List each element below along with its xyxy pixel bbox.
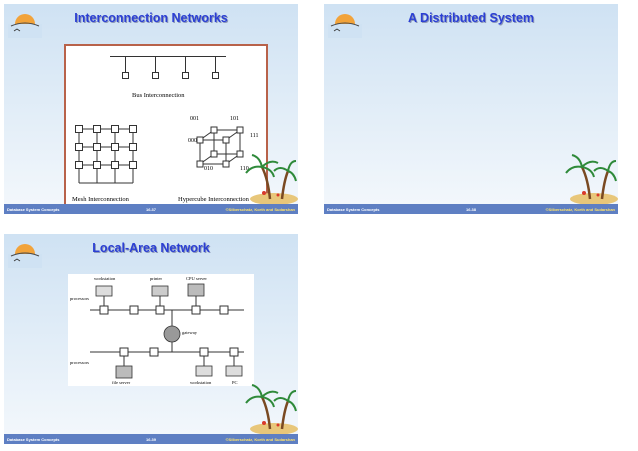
palm-island-icon [565, 154, 618, 205]
footer-page-number: 16.37 [146, 207, 157, 212]
bus-drop [155, 56, 156, 73]
lan-label: CPU server [186, 276, 207, 281]
footer-course: Database System Concepts [7, 207, 60, 212]
lan-label: printer [150, 276, 162, 281]
sunset-logo-icon [8, 14, 42, 38]
slide-interconnection-networks[interactable]: Interconnection Networks Bus Interconnec… [4, 4, 298, 214]
slide-footer: Database System Concepts 16.37 ©Silbersc… [4, 204, 298, 214]
sunset-logo-icon [328, 14, 362, 38]
lan-figure: workstation printer CPU server processor… [68, 274, 254, 386]
lan-label: gateway [182, 330, 197, 335]
bus-drop [185, 56, 186, 73]
slide-title: A Distributed System [408, 11, 534, 25]
slide-title: Interconnection Networks [74, 11, 228, 25]
cube-node-label: 101 [230, 116, 239, 122]
bus-node [182, 72, 189, 79]
palm-island-icon [245, 384, 298, 435]
cube-node-label: 001 [190, 116, 199, 122]
cube-node-label: 111 [250, 133, 259, 139]
footer-page-number: 16.39 [146, 437, 157, 442]
lan-label: processors [70, 360, 89, 365]
bus-node [152, 72, 159, 79]
footer-copyright: ©Silberschatz, Korth and Sudarshan [545, 207, 615, 212]
lan-label: workstation [94, 276, 116, 281]
slide-footer: Database System Concepts 16.38 ©Silbersc… [324, 204, 618, 214]
lan-label: processors [70, 296, 89, 301]
lan-label: workstation [190, 380, 212, 385]
footer-course: Database System Concepts [7, 437, 60, 442]
footer-copyright: ©Silberschatz, Korth and Sudarshan [225, 207, 295, 212]
cube-node-label: 110 [240, 166, 249, 172]
palm-island-icon [245, 154, 298, 205]
bus-line [110, 56, 226, 57]
bus-drop [125, 56, 126, 73]
sunset-logo-icon [8, 244, 42, 268]
cube-node-label: 000 [188, 138, 197, 144]
lan-diagram [90, 283, 244, 379]
slide-footer: Database System Concepts 16.39 ©Silbersc… [4, 434, 298, 444]
hypercube-diagram [196, 126, 244, 168]
footer-course: Database System Concepts [327, 207, 380, 212]
slide-distributed-system[interactable]: A Distributed System Database System Con… [324, 4, 618, 214]
slide-local-area-network[interactable]: Local-Area Network [4, 234, 298, 444]
lan-label: file server [112, 380, 131, 385]
lan-label: PC [232, 380, 238, 385]
hypercube-label: Hypercube Interconnection [178, 196, 249, 203]
slide-title: Local-Area Network [92, 241, 210, 255]
bus-node [212, 72, 219, 79]
footer-copyright: ©Silberschatz, Korth and Sudarshan [225, 437, 295, 442]
interconnection-figure: Bus Interconnection Mesh Interconnection [64, 44, 268, 208]
mesh-diagram [75, 125, 137, 184]
bus-label: Bus Interconnection [132, 92, 185, 99]
footer-page-number: 16.38 [466, 207, 477, 212]
mesh-label: Mesh Interconnection [72, 196, 129, 203]
bus-node [122, 72, 129, 79]
bus-drop [215, 56, 216, 73]
cube-node-label: 010 [204, 166, 213, 172]
